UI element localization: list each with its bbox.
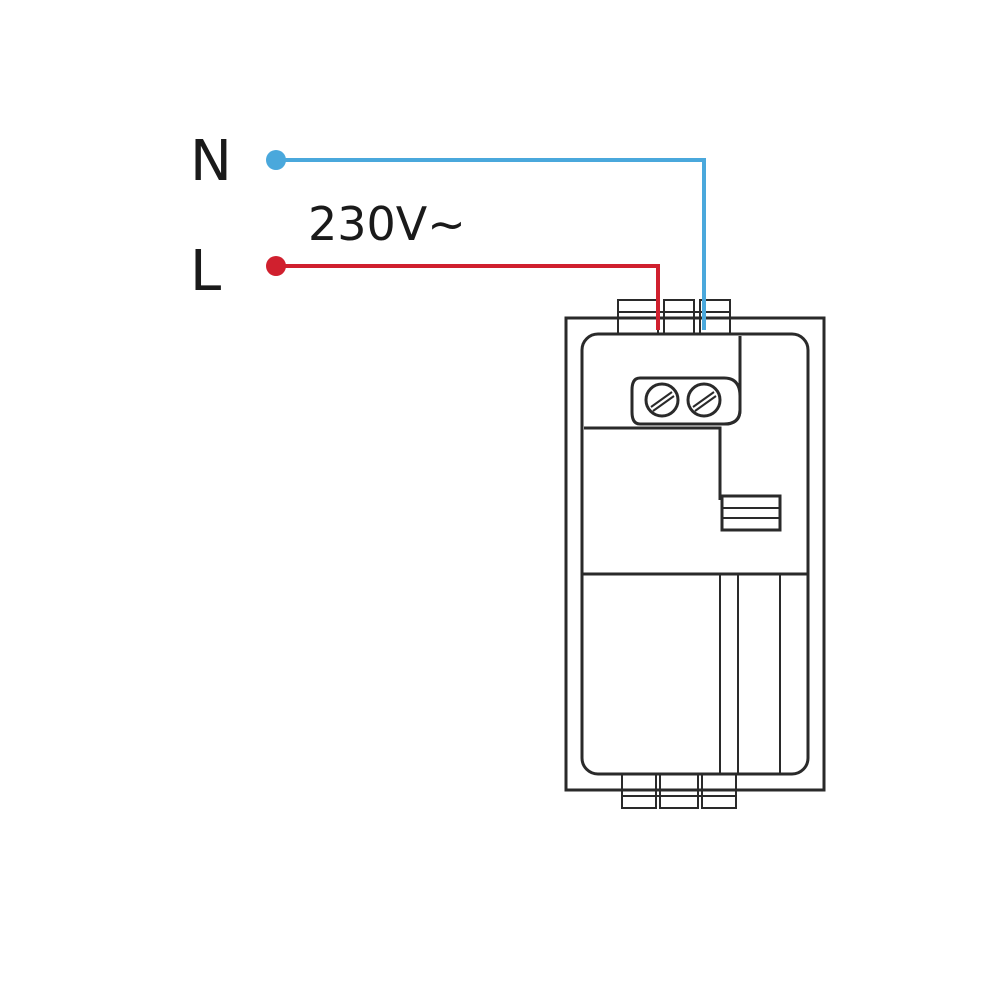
module-outer-frame (564, 316, 826, 792)
line-label: L (190, 239, 221, 304)
neutral-terminal-dot (266, 150, 286, 170)
screw-icon (686, 382, 722, 418)
terminal-area-outline (584, 426, 722, 500)
release-tab (720, 494, 782, 532)
line-wire (276, 264, 660, 330)
neutral-wire (276, 158, 706, 330)
switch-module (564, 299, 826, 809)
module-body (580, 332, 810, 776)
neutral-label: N (190, 129, 232, 194)
top-clip (617, 299, 731, 335)
terminal-block (630, 376, 742, 426)
voltage-label: 230V~ (308, 197, 466, 251)
line-terminal-dot (266, 256, 286, 276)
screw-icon (644, 382, 680, 418)
